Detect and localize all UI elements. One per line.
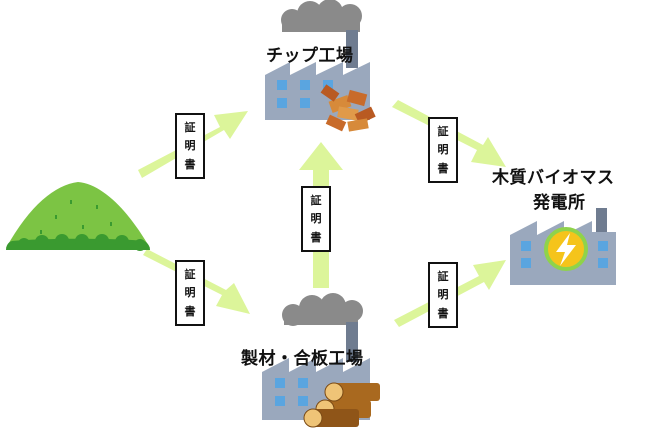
timber-logs-icon <box>303 382 380 428</box>
certificate-sawmill-to-chip: 証 明 書 <box>301 186 331 252</box>
cert-char-2: 明 <box>437 143 449 157</box>
sawmill-factory-icon <box>262 293 380 428</box>
cert-char-2: 明 <box>437 288 449 302</box>
label-power-plant-line1: 木質バイオマス <box>492 168 615 188</box>
cert-char-3: 書 <box>184 305 196 319</box>
certificate-chip-to-plant: 証 明 書 <box>428 117 458 183</box>
cert-char-1: 証 <box>437 124 449 138</box>
cert-char-2: 明 <box>184 139 196 153</box>
cert-char-3: 書 <box>437 307 449 321</box>
cert-char-2: 明 <box>184 286 196 300</box>
certificate-mound-to-chip: 証 明 書 <box>175 113 205 179</box>
label-sawmill: 製材・合板工場 <box>241 349 364 369</box>
label-chip-factory: チップ工場 <box>266 46 354 66</box>
chip-factory-icon <box>265 0 376 132</box>
label-power-plant-line2: 発電所 <box>533 193 586 213</box>
cert-char-2: 明 <box>310 212 322 226</box>
cert-char-3: 書 <box>310 231 322 245</box>
cert-char-3: 書 <box>184 158 196 172</box>
cert-char-3: 書 <box>437 162 449 176</box>
certificate-mound-to-sawmill: 証 明 書 <box>175 260 205 326</box>
biomass-power-plant-icon <box>510 208 616 285</box>
cert-char-1: 証 <box>437 269 449 283</box>
cert-char-1: 証 <box>184 120 196 134</box>
cert-char-1: 証 <box>184 267 196 281</box>
wood-chips-icon <box>320 84 376 132</box>
certificate-sawmill-to-plant: 証 明 書 <box>428 262 458 328</box>
cert-char-1: 証 <box>310 193 322 207</box>
wood-source-mound-icon <box>6 182 150 251</box>
